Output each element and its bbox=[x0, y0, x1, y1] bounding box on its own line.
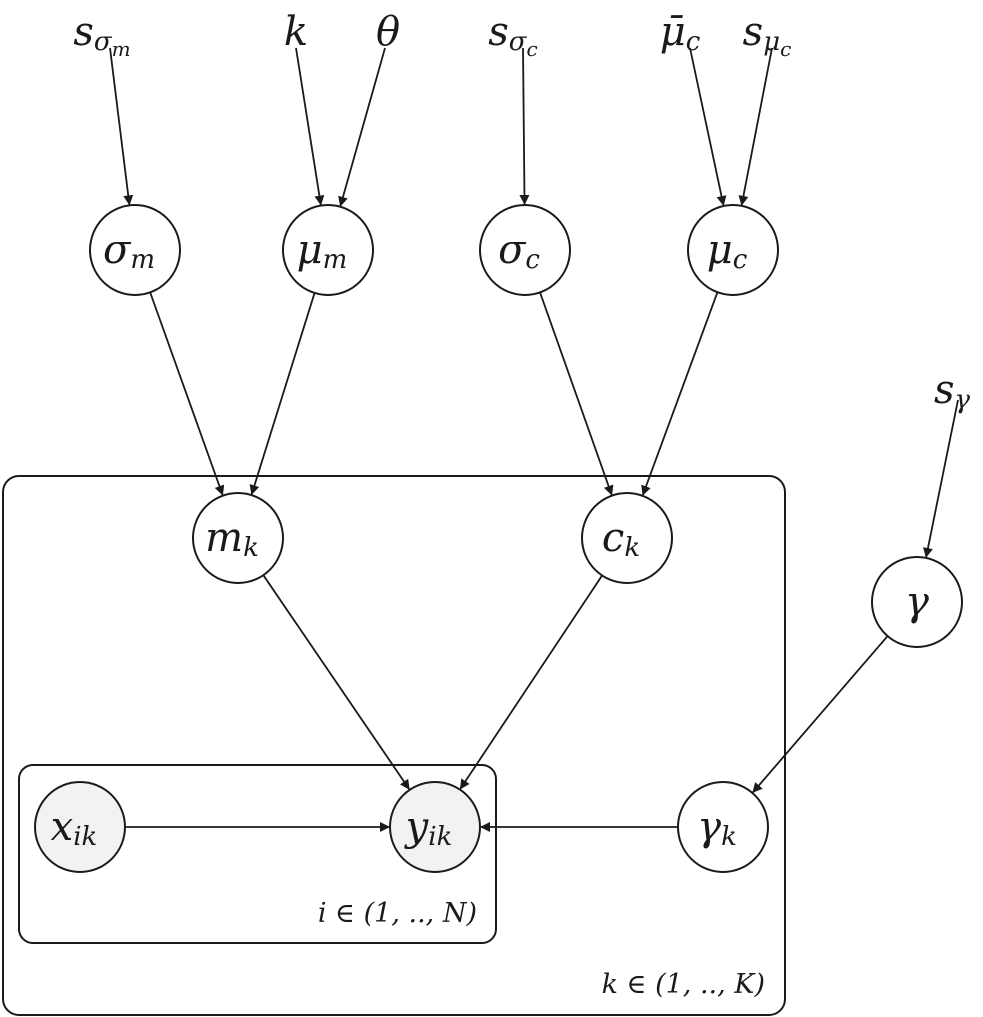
hyperparam-s-sigma-c-label: sσc bbox=[488, 9, 537, 61]
node-mu-m-label: μm bbox=[297, 227, 348, 275]
node-gamma-k-circle bbox=[677, 781, 769, 873]
hyperparam-s-gamma-label-subscript: γ bbox=[954, 385, 970, 415]
node-m-k-label-base: m bbox=[205, 515, 243, 561]
hyperparam-s-sigma-c-label-base: s bbox=[488, 9, 509, 55]
node-mu-c-label-subscript: c bbox=[733, 245, 748, 275]
edge-theta-to-mu-m bbox=[338, 47, 386, 207]
node-x-ik-label: xik bbox=[51, 804, 98, 852]
edge-sigma-c-to-c-k bbox=[539, 292, 614, 496]
node-mu-m-label-base: μ bbox=[297, 227, 323, 273]
node-sigma-m-label-subscript: m bbox=[130, 245, 155, 275]
node-c-k-circle bbox=[581, 492, 673, 584]
edge-k-to-mu-m bbox=[295, 47, 325, 206]
hyperparam-theta-label: θ bbox=[376, 9, 400, 55]
node-gamma: γ bbox=[871, 556, 963, 648]
node-sigma-m-circle bbox=[89, 204, 181, 296]
node-c-k-label-base: c bbox=[602, 515, 624, 561]
node-c-k-label: ck bbox=[602, 515, 640, 563]
node-x-ik-label-base: x bbox=[51, 804, 74, 850]
hyperparam-s-sigma-m-label-base: s bbox=[73, 9, 94, 55]
node-m-k-label: mk bbox=[205, 515, 259, 563]
plate-k bbox=[2, 475, 786, 1016]
hyperparam-s-mu-c-label-base: s bbox=[743, 9, 764, 55]
node-gamma-k-label-base: γ bbox=[697, 804, 721, 850]
edge-c-k-to-y-ik bbox=[459, 574, 603, 790]
hyperparam-s-sigma-m-label: sσm bbox=[73, 9, 130, 61]
node-m-k: mk bbox=[192, 492, 284, 584]
node-sigma-m-label-base: σ bbox=[103, 227, 132, 273]
edge-mu-m-to-m-k bbox=[249, 292, 316, 496]
node-sigma-m-label: σm bbox=[103, 227, 155, 275]
edge-s-sigma-m-to-sigma-m bbox=[109, 47, 134, 206]
node-sigma-c-label-subscript: c bbox=[525, 245, 540, 275]
edge-mu-c-to-c-k bbox=[641, 291, 719, 496]
node-gamma-k: γk bbox=[677, 781, 769, 873]
node-mu-m-label-subscript: m bbox=[323, 245, 348, 275]
plate-i-label: i ∈ (1, .., N) bbox=[318, 898, 477, 929]
node-sigma-c-label: σc bbox=[498, 227, 540, 275]
node-y-ik-circle bbox=[389, 781, 481, 873]
node-gamma-label: γ bbox=[905, 579, 929, 625]
edge-sigma-m-to-m-k bbox=[149, 292, 225, 496]
hyperparam-s-gamma-label-base: s bbox=[934, 367, 955, 413]
node-sigma-c: σc bbox=[479, 204, 571, 296]
node-y-ik-label: yik bbox=[404, 804, 453, 852]
hyperparam-mu-c-bar-label-subscript: c bbox=[686, 27, 701, 57]
node-y-ik-label-base: y bbox=[404, 804, 430, 850]
hyperparam-s-mu-c-label-sub-subscript: c bbox=[780, 37, 791, 61]
hyperparam-s-mu-c-label: sμc bbox=[743, 9, 792, 61]
node-mu-c-label: μc bbox=[707, 227, 748, 275]
node-y-ik: yik bbox=[389, 781, 481, 873]
hyperparam-s-sigma-m-label-sub-subscript: m bbox=[112, 37, 131, 61]
node-gamma-k-label: γk bbox=[697, 804, 737, 852]
hyperparam-theta-label-base: θ bbox=[376, 9, 400, 55]
node-mu-m-circle bbox=[282, 204, 374, 296]
node-sigma-c-label-base: σ bbox=[498, 227, 527, 273]
hyperparam-mu-c-bar-label: μ̄c bbox=[660, 9, 701, 57]
hyperparam-s-sigma-m-label-subscript: σ bbox=[94, 27, 113, 57]
node-x-ik: xik bbox=[34, 781, 126, 873]
hyperparam-s-sigma-c-label-sub-subscript: c bbox=[527, 37, 538, 61]
node-sigma-c-circle bbox=[479, 204, 571, 296]
edge-gamma-to-gamma-k bbox=[752, 635, 889, 793]
node-gamma-label-base: γ bbox=[905, 579, 929, 625]
node-m-k-circle bbox=[192, 492, 284, 584]
node-gamma-k-label-subscript: k bbox=[721, 822, 737, 852]
node-m-k-label-subscript: k bbox=[243, 533, 259, 563]
node-mu-m: μm bbox=[282, 204, 374, 296]
edge-mu-c-bar-to-mu-c bbox=[689, 47, 727, 206]
plate-i bbox=[18, 764, 497, 944]
edge-s-mu-c-to-mu-c bbox=[738, 47, 773, 206]
hyperparam-s-gamma-label: sγ bbox=[934, 367, 971, 415]
hyperparam-s-sigma-c-label-subscript: σ bbox=[509, 27, 528, 57]
hyperparam-k-label-base: k bbox=[284, 9, 308, 55]
node-gamma-circle bbox=[871, 556, 963, 648]
edge-s-gamma-to-gamma bbox=[923, 399, 959, 558]
hyperparam-s-mu-c-label-subscript: μ bbox=[763, 27, 780, 57]
edge-s-sigma-c-to-sigma-c bbox=[519, 47, 530, 206]
node-c-k-label-subscript: k bbox=[624, 533, 640, 563]
node-mu-c: μc bbox=[687, 204, 779, 296]
node-c-k: ck bbox=[581, 492, 673, 584]
node-x-ik-circle bbox=[34, 781, 126, 873]
plate-k-label: k ∈ (1, .., K) bbox=[602, 969, 765, 1000]
node-y-ik-label-subscript: ik bbox=[428, 822, 452, 852]
hyperparam-mu-c-bar-label-base: μ̄ bbox=[660, 9, 686, 55]
node-sigma-m: σm bbox=[89, 204, 181, 296]
node-mu-c-circle bbox=[687, 204, 779, 296]
node-x-ik-label-subscript: ik bbox=[73, 822, 97, 852]
hyperparam-k-label: k bbox=[284, 9, 308, 55]
edge-m-k-to-y-ik bbox=[262, 574, 410, 790]
node-mu-c-label-base: μ bbox=[707, 227, 733, 273]
